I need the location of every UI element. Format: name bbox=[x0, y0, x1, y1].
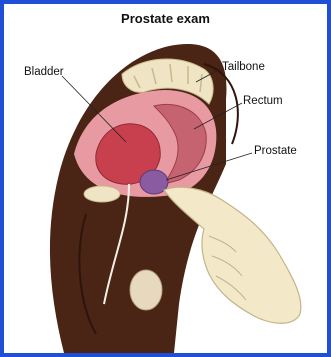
diagram-title: Prostate exam bbox=[4, 11, 327, 26]
anatomy-illustration bbox=[4, 4, 327, 353]
testicle bbox=[130, 270, 162, 310]
label-rectum: Rectum bbox=[243, 95, 283, 107]
label-prostate: Prostate bbox=[254, 145, 297, 157]
pubic-bone bbox=[84, 186, 120, 202]
label-bladder: Bladder bbox=[24, 66, 64, 78]
label-tailbone: Tailbone bbox=[222, 61, 265, 73]
diagram-frame: Prostate exam Bladder Tailbone Rectum Pr… bbox=[4, 4, 327, 353]
